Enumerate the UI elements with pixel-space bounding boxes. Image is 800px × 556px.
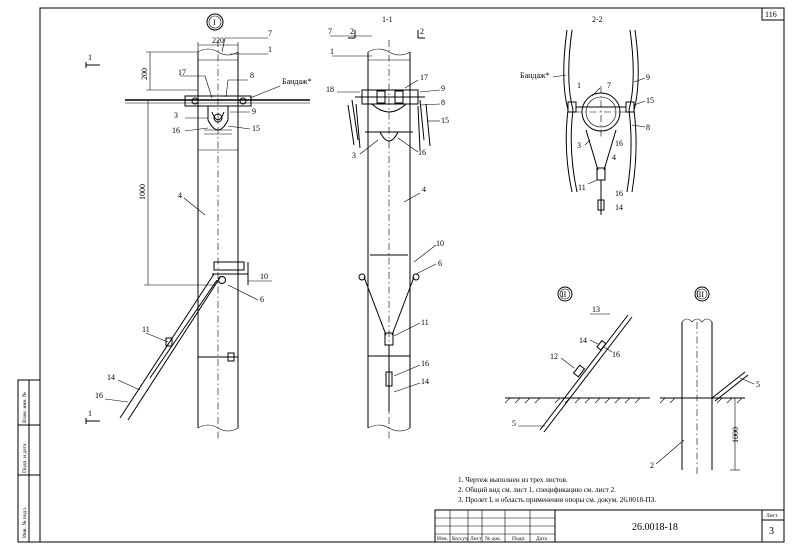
v1-callout-1: 1 [268,45,272,54]
svg-text:2: 2 [350,27,354,36]
tb-col-data: Дата [536,536,548,542]
v3-callout-2: 2 [650,461,654,470]
view-1: I 220 200 1000 Бандаж* [85,13,312,440]
s22-bandage-label: Бандаж* [520,71,550,80]
corner-sheet-number: 116 [765,10,777,19]
s11-callout-16b: 16 [421,359,429,368]
v1-callout-14: 14 [107,373,115,382]
s11-callout-11: 11 [421,318,429,327]
side-stamp-inv: Инв. № подл. [22,506,28,538]
v3-callout-5: 5 [756,380,760,389]
section-2-2-label: 2-2 [592,15,603,24]
s22-callout-14: 14 [615,203,623,212]
bandage-label-left: Бандаж* [282,77,312,86]
view-3: III 1000 5 2 [650,286,760,476]
side-stamp-vzam: Взам. инв. № [22,392,28,423]
cut-mark-top: 1 [88,53,92,62]
note-3: 3. Пролет L и область применения опоры с… [458,496,656,504]
dim-1000-main: 1000 [138,184,147,200]
s22-callout-4: 4 [612,153,616,162]
tb-col-podp: Подп. [512,536,526,542]
view-2: II 13 14 16 12 5 [504,286,650,433]
s11-callout-10: 10 [436,239,444,248]
notes: 1. Чертеж выполнен из трех листов. 2. Об… [458,476,656,504]
s11-callout-8: 8 [441,98,445,107]
v1-callout-7: 7 [268,29,272,38]
s11-callout-15: 15 [441,116,449,125]
v1-callout-10: 10 [260,272,268,281]
s11-callout-17: 17 [420,73,428,82]
s11-callout-9: 9 [441,84,445,93]
s22-callout-7: 7 [607,81,611,90]
v1-callout-15: 15 [252,124,260,133]
v1-callout-17: 17 [178,68,186,77]
v1-callout-6: 6 [260,295,264,304]
s11-callout-18: 18 [326,85,334,94]
tb-col-list: Лист [470,536,482,542]
dim-1000-right: 1000 [731,427,740,443]
s11-callout-1: 1 [330,47,334,56]
s11-callout-4: 4 [422,185,426,194]
note-1: 1. Чертеж выполнен из трех листов. [458,476,568,484]
view-3-marker: III [696,290,704,299]
drawing-code: 26.0018-18 [632,522,678,533]
dim-200: 200 [140,68,149,80]
tb-col-kol: Кол.уч [452,536,468,542]
cut-mark-bottom: 1 [88,409,92,418]
side-stamp: Взам. инв. № Подп. и дата Инв. № подл. [17,379,41,543]
sheet-frame: 116 [39,7,785,543]
v2-callout-14: 14 [579,336,587,345]
v2-callout-16: 16 [612,350,620,359]
title-block: Изм. Кол.уч Лист № док. Подп. Дата 26.00… [434,509,785,543]
svg-text:2: 2 [420,27,424,36]
s22-callout-16b: 16 [615,189,623,198]
dim-220: 220 [212,36,224,45]
v2-callout-13: 13 [592,305,600,314]
view-section-2-2: 2-2 Бандаж* 7 1 9 15 8 3 16 4 11 16 14 [520,15,654,215]
v2-callout-12: 12 [550,352,558,361]
s11-callout-6: 6 [438,259,442,268]
s22-callout-1: 1 [577,81,581,90]
v1-callout-8: 8 [250,71,254,80]
v1-callout-16b: 16 [95,391,103,400]
view-1-marker: I [213,18,216,27]
view-2-marker: II [561,290,567,299]
sheet-label: Лист [766,513,778,519]
v1-callout-16: 16 [172,126,180,135]
tb-col-doc: № док. [485,536,502,542]
v2-callout-5: 5 [512,419,516,428]
sheet-value: 3 [769,526,774,537]
s22-callout-15: 15 [646,96,654,105]
note-2: 2. Общий вид см. лист 1, спецификацию см… [458,486,616,494]
v1-callout-3: 3 [174,111,178,120]
side-stamp-podp: Подп. и дата [22,443,28,473]
tb-col-izm: Изм. [437,536,449,542]
v1-callout-9: 9 [252,107,256,116]
section-1-1-label: 1-1 [382,15,393,24]
s22-callout-11: 11 [578,183,586,192]
s11-callout-16: 16 [418,148,426,157]
s22-callout-8: 8 [646,123,650,132]
v1-callout-11: 11 [142,325,150,334]
s22-callout-9: 9 [646,73,650,82]
view-section-1-1: 1-1 2 2 7 1 18 [326,15,449,440]
s11-callout-3: 3 [352,151,356,160]
s22-callout-3: 3 [577,141,581,150]
v1-callout-4: 4 [178,191,182,200]
s22-callout-16: 16 [615,139,623,148]
s11-callout-7: 7 [328,27,332,36]
s11-callout-14: 14 [421,377,429,386]
